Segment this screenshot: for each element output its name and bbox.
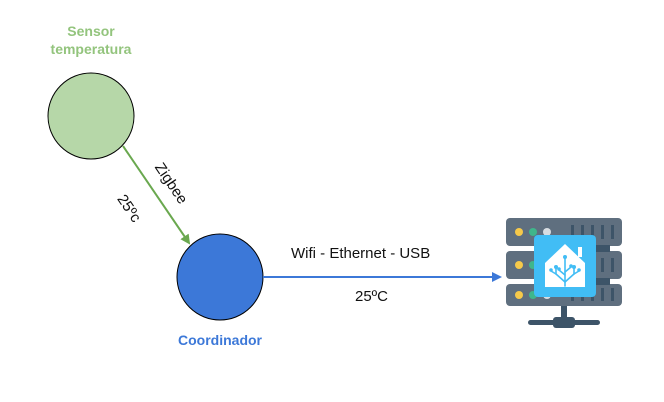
sensor-label: Sensor temperatura xyxy=(40,22,142,58)
zigbee-edge xyxy=(122,145,191,245)
coordinator-label: Coordinador xyxy=(178,332,262,348)
network-value-label: 25ºC xyxy=(355,288,388,305)
coordinator-node xyxy=(176,233,264,321)
sensor-label-line2: temperatura xyxy=(50,41,132,57)
home-assistant-server-icon xyxy=(506,218,622,328)
network-protocol-label: Wifi - Ethernet - USB xyxy=(291,245,431,262)
sensor-node xyxy=(47,72,135,160)
sensor-label-line1: Sensor xyxy=(67,23,115,39)
